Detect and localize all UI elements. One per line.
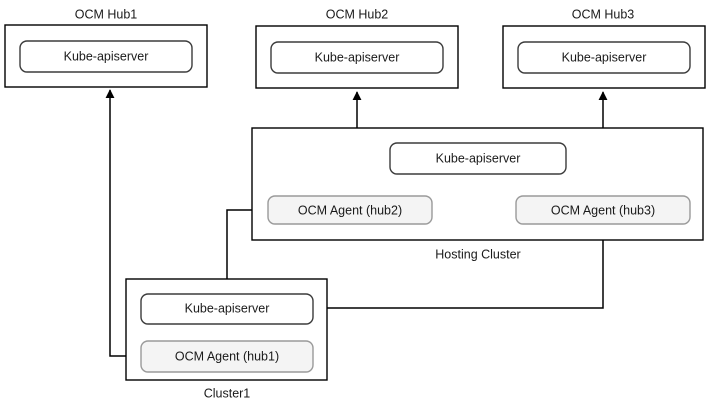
node-hub2-apiserver[interactable]: Kube-apiserver bbox=[270, 41, 444, 74]
node-label-hub1-apiserver: Kube-apiserver bbox=[64, 49, 149, 63]
group-cluster1: Cluster1 Kube-apiserver OCM Agent (hub1) bbox=[125, 278, 328, 400]
node-label-cluster1-apiserver: Kube-apiserver bbox=[185, 301, 270, 315]
group-label-hosting-cluster: Hosting Cluster bbox=[435, 247, 520, 261]
node-box-cluster1-apiserver[interactable] bbox=[140, 293, 314, 325]
node-box-hub1-apiserver[interactable] bbox=[19, 40, 193, 73]
node-box-agent-hub2[interactable] bbox=[267, 195, 433, 225]
group-ocm-hub2: OCM Hub2 Kube-apiserver bbox=[255, 7, 459, 89]
node-box-agent-hub1[interactable] bbox=[140, 340, 314, 373]
node-agent-hub1[interactable]: OCM Agent (hub1) bbox=[140, 340, 314, 373]
node-hub1-apiserver[interactable]: Kube-apiserver bbox=[19, 40, 193, 73]
node-label-hub3-apiserver: Kube-apiserver bbox=[562, 50, 647, 64]
node-agent-hub3[interactable]: OCM Agent (hub3) bbox=[515, 195, 691, 225]
group-label-ocm-hub2: OCM Hub2 bbox=[326, 7, 389, 21]
node-label-agent-hub3: OCM Agent (hub3) bbox=[551, 203, 655, 217]
node-box-hosting-apiserver[interactable] bbox=[389, 142, 567, 175]
group-hosting-cluster: Hosting Cluster Kube-apiserver OCM Agent… bbox=[251, 127, 704, 261]
node-label-hosting-apiserver: Kube-apiserver bbox=[436, 151, 521, 165]
node-agent-hub2[interactable]: OCM Agent (hub2) bbox=[267, 195, 433, 225]
group-ocm-hub3: OCM Hub3 Kube-apiserver bbox=[502, 7, 706, 89]
node-hosting-apiserver[interactable]: Kube-apiserver bbox=[389, 142, 567, 175]
node-box-hub2-apiserver[interactable] bbox=[270, 41, 444, 74]
edge-agent-hub3-to-cluster1-apiserver bbox=[316, 224, 604, 313]
node-cluster1-apiserver[interactable]: Kube-apiserver bbox=[140, 293, 314, 325]
node-hub3-apiserver[interactable]: Kube-apiserver bbox=[517, 41, 691, 74]
node-box-hub3-apiserver[interactable] bbox=[517, 41, 691, 74]
group-label-ocm-hub3: OCM Hub3 bbox=[572, 7, 635, 21]
node-label-agent-hub2: OCM Agent (hub2) bbox=[298, 203, 402, 217]
node-label-hub2-apiserver: Kube-apiserver bbox=[315, 50, 400, 64]
node-label-agent-hub1: OCM Agent (hub1) bbox=[175, 349, 279, 363]
group-label-ocm-hub1: OCM Hub1 bbox=[75, 7, 138, 21]
node-box-agent-hub3[interactable] bbox=[515, 195, 691, 225]
group-label-cluster1: Cluster1 bbox=[204, 386, 251, 400]
group-ocm-hub1: OCM Hub1 Kube-apiserver bbox=[4, 7, 208, 88]
